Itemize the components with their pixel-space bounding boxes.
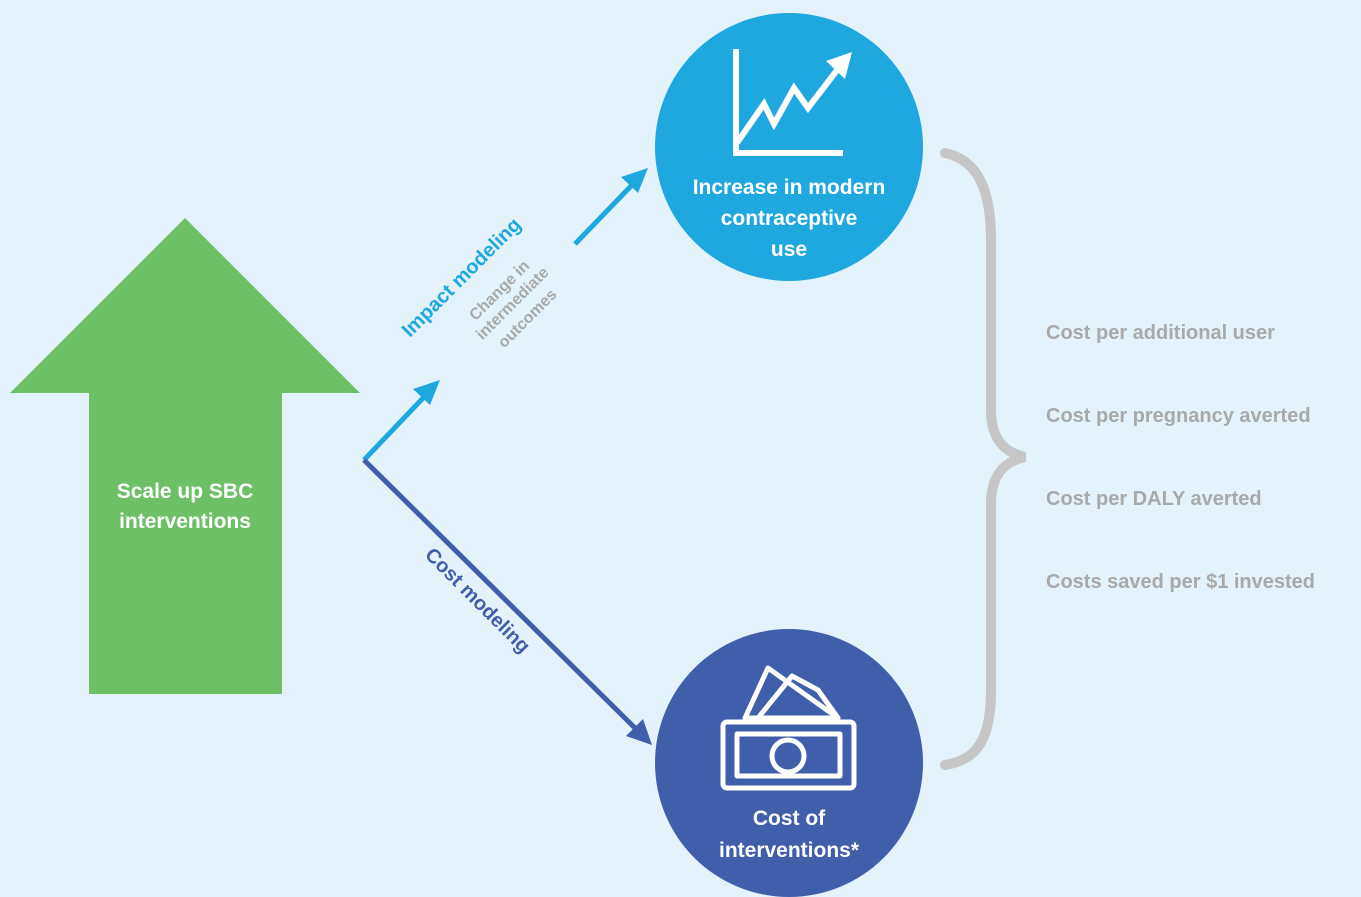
impact-node-label-3: use bbox=[771, 238, 807, 261]
outcome-item: Cost per additional user bbox=[1046, 322, 1275, 344]
impact-node-label-2: contraceptive bbox=[721, 207, 858, 230]
line-chart-icon bbox=[733, 49, 852, 156]
outcome-item: Cost per pregnancy averted bbox=[1046, 405, 1311, 427]
cost-node bbox=[655, 629, 923, 897]
scale-up-arrow bbox=[10, 218, 360, 694]
cost-node-label-2: interventions* bbox=[719, 839, 860, 862]
cost-node-label-1: Cost of bbox=[753, 807, 826, 830]
money-icon bbox=[720, 665, 857, 791]
outcome-item: Costs saved per $1 invested bbox=[1046, 571, 1315, 593]
impact-arrow bbox=[362, 168, 648, 462]
impact-node-label-1: Increase in modern bbox=[693, 176, 886, 199]
outcome-item: Cost per DALY averted bbox=[1046, 488, 1262, 510]
impact-node bbox=[655, 13, 923, 281]
scale-up-label-1: Scale up SBC bbox=[117, 480, 254, 503]
cost-arrow bbox=[362, 458, 652, 745]
cost-modeling-label: Cost modeling bbox=[420, 544, 534, 658]
outcomes-brace bbox=[940, 148, 1027, 770]
scale-up-label-2: interventions bbox=[119, 510, 251, 533]
